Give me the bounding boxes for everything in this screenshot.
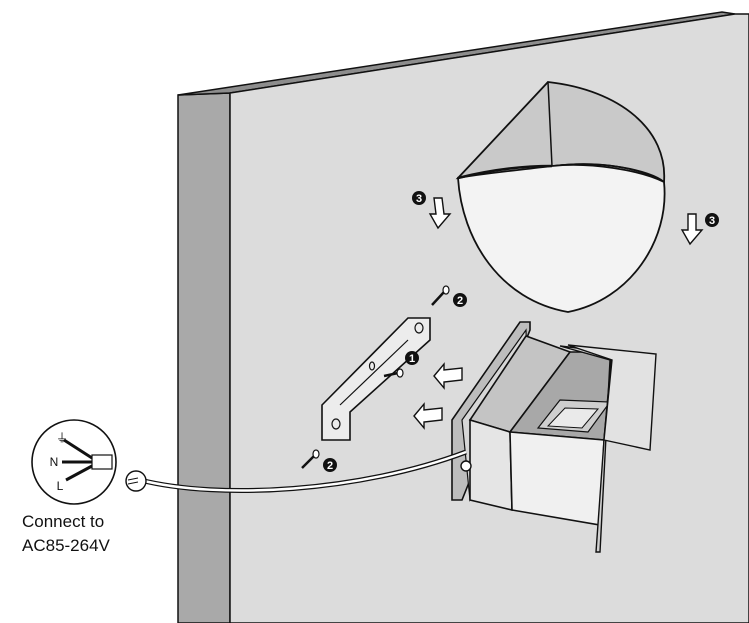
arrow-left-upper-icon [433, 362, 463, 390]
live-label: L [57, 479, 64, 493]
bracket-slot [368, 361, 376, 371]
callout-step2-bottom: 2 [323, 458, 337, 472]
wall-entry-wires [127, 477, 139, 485]
neutral-label: N [50, 455, 59, 469]
arrow-down-left-icon [428, 197, 452, 230]
power-cable [125, 449, 467, 494]
screw-top-icon [431, 285, 450, 306]
shade-rim [457, 164, 553, 180]
callout-step3-right-label: 3 [709, 215, 715, 227]
callout-step2-bottom-label: 2 [327, 460, 333, 472]
callout-step1: 1 [405, 351, 419, 365]
bracket-hole-bottom [331, 418, 341, 430]
callout-step3-left: 3 [412, 191, 426, 205]
mounting-bracket [321, 317, 431, 441]
wall-face [229, 13, 749, 623]
housing-face [509, 431, 605, 526]
bracket-hole-top [414, 322, 424, 334]
caption-line2: AC85-264V [22, 536, 110, 555]
bracket-fold [339, 339, 409, 406]
led-lens [546, 407, 600, 429]
wall [177, 11, 749, 623]
wall-entry-icon [125, 470, 147, 492]
caption-line1: Connect to [22, 512, 105, 531]
cable-sheath [91, 454, 113, 470]
callout-step2-top-label: 2 [457, 295, 463, 307]
ground-symbol-icon: ⏚ [56, 431, 68, 445]
screw-bottom-icon [301, 449, 320, 469]
callout-step2-top: 2 [453, 293, 467, 307]
cable-gland-icon [460, 460, 472, 472]
live-wire [65, 464, 93, 482]
wiring-detail: ⏚ N L [31, 419, 117, 505]
connection-caption: Connect to AC85-264V [22, 510, 110, 558]
shade-outer [457, 164, 666, 313]
arrow-left-lower-icon [413, 402, 443, 430]
screw-middle-icon [383, 368, 404, 378]
lamp-shade [455, 81, 666, 313]
ground-wire [63, 438, 93, 460]
reflector-back [567, 344, 657, 451]
housing-front [469, 418, 513, 512]
callout-step3-left-label: 3 [416, 193, 422, 205]
wall-edge [177, 92, 231, 623]
arrow-down-right-icon [680, 213, 704, 246]
callout-step3-right: 3 [705, 213, 719, 227]
callout-step1-label: 1 [409, 353, 415, 365]
bracket-body [321, 317, 431, 441]
lamp-body [451, 321, 657, 553]
